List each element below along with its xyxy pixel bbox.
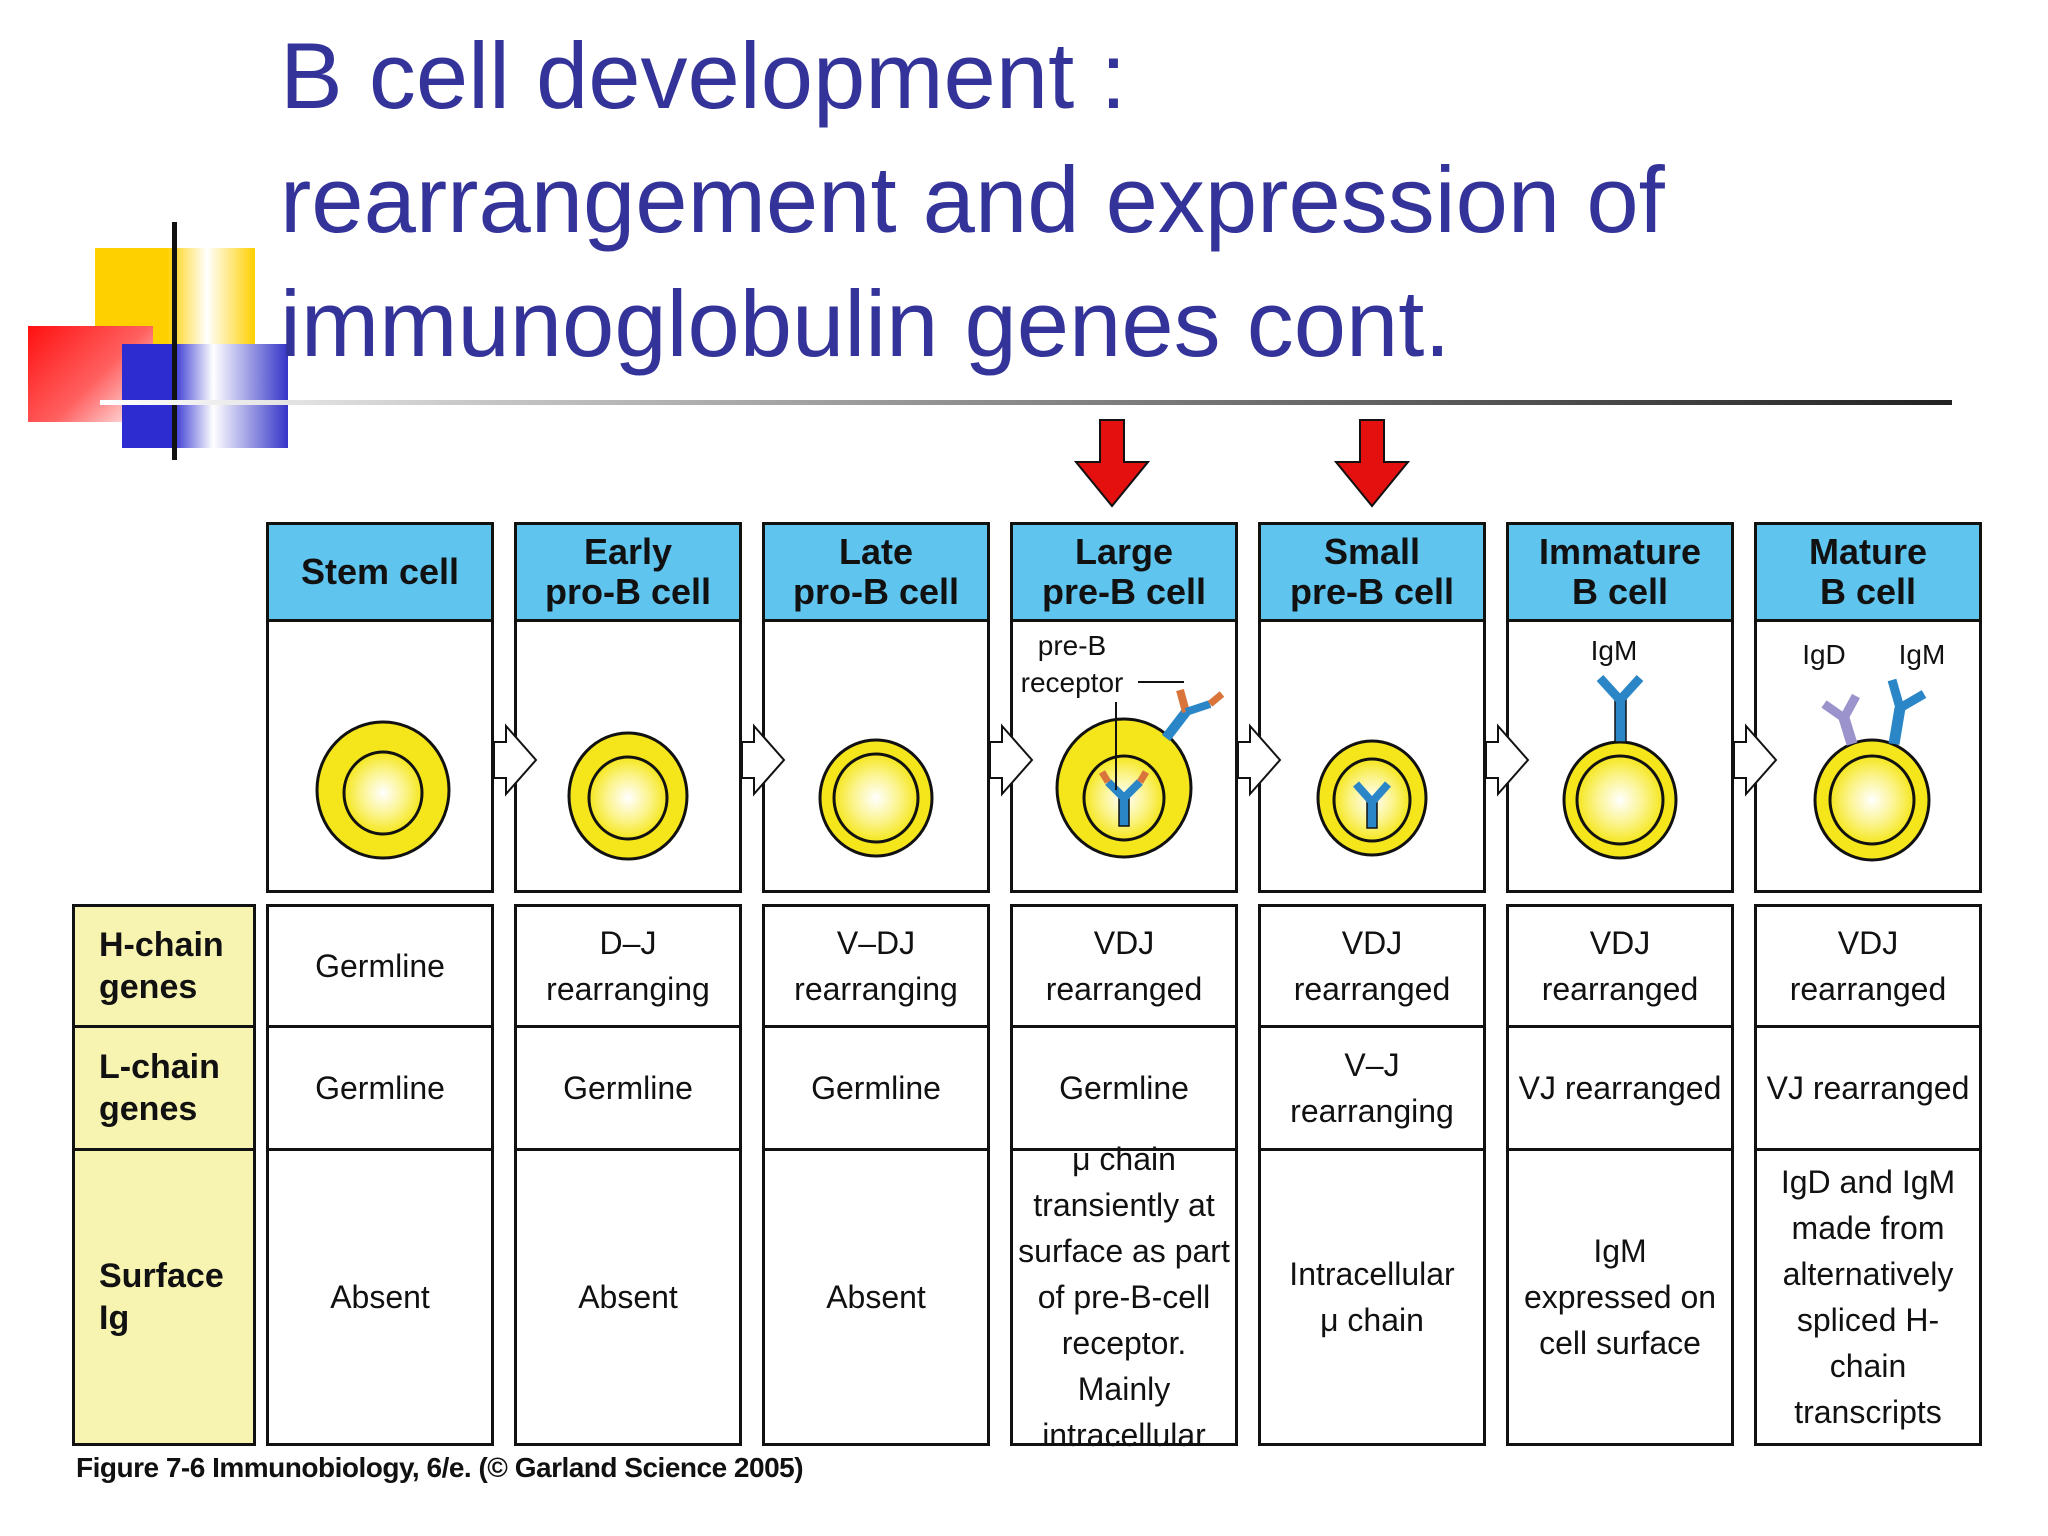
stage-header-immature-b: Immature B cell [1506,522,1734,622]
row-label-h-chain: H-chain genes [72,904,256,1028]
surface-ig-large-pre-b: μ chain transiently at surface as part o… [1010,1141,1238,1453]
l-chain-early-pro-b: Germline [514,1025,742,1151]
surface-ig-immature-b: IgM expressed on cell surface [1506,1148,1734,1446]
mature-b-cell-icon [1813,678,1931,862]
stage-header-large-pre-b: Large pre-B cell [1010,522,1238,622]
progression-arrow-1 [493,723,538,797]
stage-header-mature-b: Mature B cell [1754,522,1982,622]
title-line-2: rearrangement and expression of [280,147,1665,252]
surface-ig-late-pro-b: Absent [762,1148,990,1446]
surface-igm-mature-icon [1887,678,1927,745]
h-chain-early-pro-b: D–J rearranging [514,904,742,1028]
red-arrow-small-pre-b [1333,419,1411,508]
h-chain-large-pre-b: VDJ rearranged [1010,904,1238,1028]
early-pro-b-cell-icon [567,731,689,861]
intracellular-mu-chain-icon [1353,781,1391,829]
l-chain-small-pre-b: V–J rearranging [1258,1025,1486,1151]
surface-ig-stem-cell: Absent [266,1148,494,1446]
progression-arrow-3 [989,723,1034,797]
large-pre-b-cell-icon [1055,681,1225,859]
h-chain-mature-b: VDJ rearranged [1754,904,1982,1028]
stage-header-late-pro-b: Late pro-B cell [762,522,990,622]
surface-ig-small-pre-b: Intracellular μ chain [1258,1148,1486,1446]
page-title: B cell development : rearrangement and e… [280,14,1980,386]
title-line-3: immunoglobulin genes cont. [280,271,1451,376]
immature-igm-label: IgM [1591,635,1638,666]
h-chain-stem-cell: Germline [266,904,494,1028]
deco-blue-square [122,344,288,448]
progression-arrow-5 [1485,723,1530,797]
l-chain-mature-b: VJ rearranged [1754,1025,1982,1151]
stage-header-stem-cell: Stem cell [266,522,494,622]
row-label-surface-ig: Surface Ig [72,1148,256,1446]
surface-igm-icon [1596,674,1644,743]
pre-b-receptor-label-2: receptor [1021,667,1124,698]
l-chain-stem-cell: Germline [266,1025,494,1151]
immature-b-cell-icon [1562,674,1678,860]
surface-ig-mature-b: IgD and IgM made from alternatively spli… [1754,1148,1982,1446]
progression-arrow-2 [741,723,786,797]
title-line-1: B cell development : [280,23,1127,128]
h-chain-small-pre-b: VDJ rearranged [1258,904,1486,1028]
l-chain-late-pro-b: Germline [762,1025,990,1151]
surface-ig-early-pro-b: Absent [514,1148,742,1446]
mature-igd-label: IgD [1802,639,1846,670]
small-pre-b-cell-icon [1316,739,1428,857]
surface-igd-icon [1821,693,1860,746]
progression-arrow-6 [1733,723,1778,797]
surface-pre-b-receptor-icon [1162,688,1225,742]
h-chain-immature-b: VDJ rearranged [1506,904,1734,1028]
stage-header-early-pro-b: Early pro-B cell [514,522,742,622]
row-label-l-chain: L-chain genes [72,1025,256,1151]
deco-vertical-line [172,222,177,460]
deco-horizontal-line [100,400,1952,405]
h-chain-late-pro-b: V–DJ rearranging [762,904,990,1028]
mature-igm-label: IgM [1899,639,1946,670]
stem-cell-icon [315,720,451,860]
late-pro-b-cell-icon [818,738,934,858]
stage-header-small-pre-b: Small pre-B cell [1258,522,1486,622]
l-chain-immature-b: VJ rearranged [1506,1025,1734,1151]
figure-caption: Figure 7-6 Immunobiology, 6/e. (© Garlan… [76,1452,804,1483]
pre-b-receptor-label-1: pre-B [1038,630,1106,661]
progression-arrow-4 [1237,723,1282,797]
red-arrow-large-pre-b [1073,419,1151,508]
l-chain-large-pre-b: Germline [1010,1025,1238,1151]
